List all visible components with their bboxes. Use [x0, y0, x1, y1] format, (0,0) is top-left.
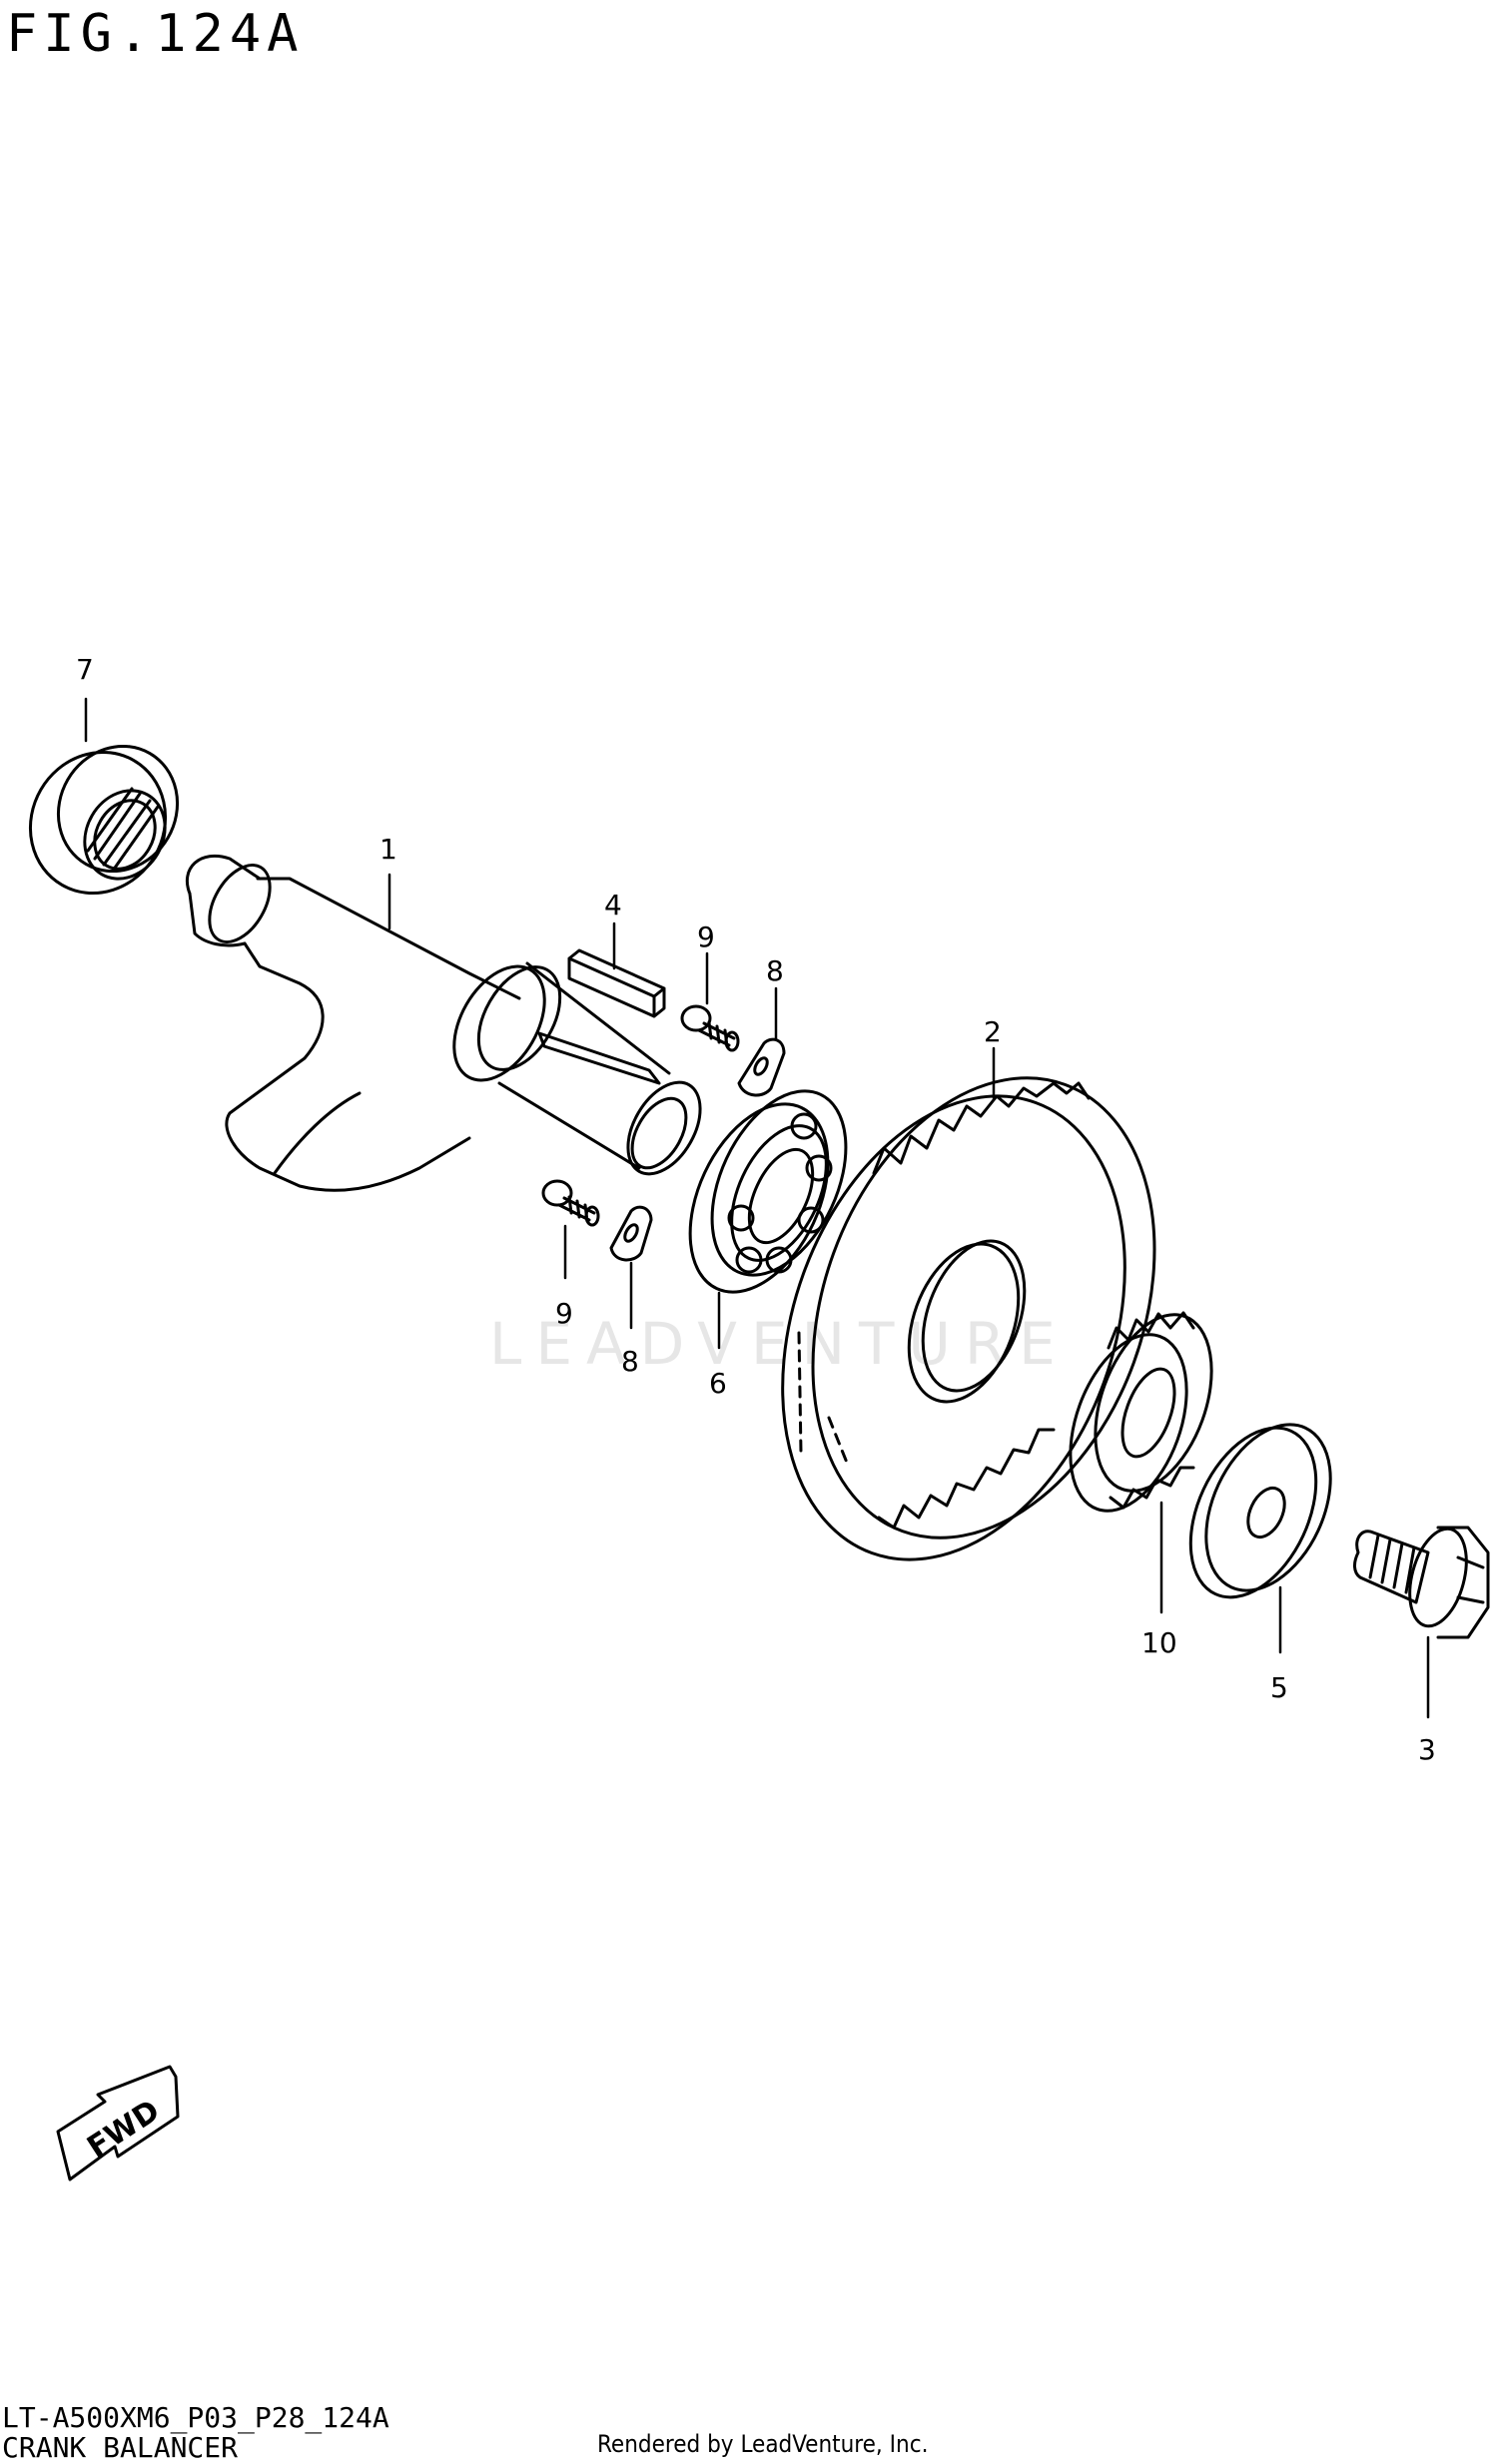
callout-2[interactable]: 2 — [984, 1015, 1002, 1048]
watermark: LEADVENTURE — [489, 1310, 1070, 1378]
callout-1[interactable]: 1 — [379, 833, 397, 866]
figure-title: FIG.124A — [6, 4, 305, 64]
diagram-code: LT-A500XM6_P03_P28_124A — [2, 2401, 389, 2434]
callout-8-lower[interactable]: 8 — [621, 1345, 639, 1378]
diagram-title: CRANK BALANCER — [2, 2431, 239, 2464]
callout-6[interactable]: 6 — [709, 1367, 727, 1400]
callout-8-upper[interactable]: 8 — [766, 954, 784, 987]
screw-part-9-lower[interactable] — [541, 1179, 600, 1227]
lock-washer-part-8-lower[interactable] — [609, 1205, 653, 1262]
callout-3[interactable]: 3 — [1418, 1733, 1436, 1766]
fwd-arrow-icon: FWD — [56, 2065, 180, 2181]
key-part-4[interactable] — [567, 948, 666, 1018]
callout-10[interactable]: 10 — [1141, 1626, 1177, 1659]
flange-bolt-part-3[interactable] — [1353, 1523, 1490, 1639]
render-credit: Rendered by LeadVenture, Inc. — [597, 2430, 929, 2458]
leader-lines — [84, 697, 1430, 1719]
callout-7[interactable]: 7 — [76, 653, 94, 686]
lock-washer-part-8-upper[interactable] — [737, 1037, 786, 1097]
drive-gear-part-10[interactable] — [1049, 1299, 1234, 1527]
callout-9-upper[interactable]: 9 — [697, 921, 715, 953]
callout-9-lower[interactable]: 9 — [555, 1297, 573, 1330]
callout-5[interactable]: 5 — [1270, 1671, 1288, 1704]
washer-part-5[interactable] — [1165, 1405, 1355, 1617]
ball-bearing-part-6[interactable] — [662, 1070, 873, 1314]
balancer-gear-part-2[interactable] — [722, 1030, 1215, 1608]
callout-labels: 7 1 4 9 8 2 9 8 6 10 5 3 — [76, 653, 1436, 1766]
balancer-shaft-part-1[interactable] — [185, 854, 715, 1192]
needle-bearing-part-7[interactable] — [5, 725, 200, 919]
screw-part-9-upper[interactable] — [680, 1004, 740, 1052]
callout-4[interactable]: 4 — [604, 889, 622, 922]
